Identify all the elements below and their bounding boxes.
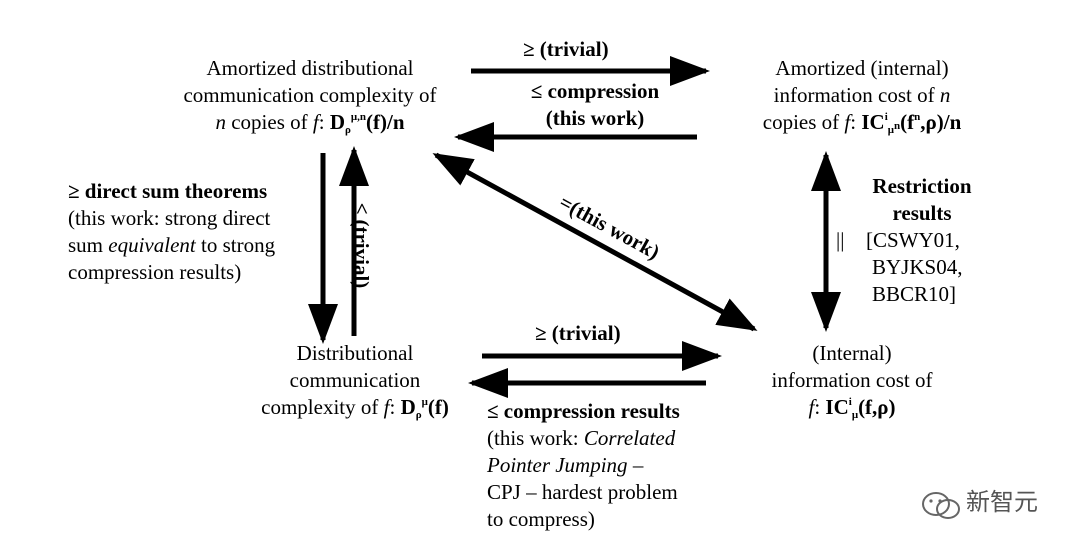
sup-mu: μ <box>421 396 428 408</box>
sub-rho: ρ <box>415 409 422 421</box>
formula-tail: (f)/n <box>366 110 405 134</box>
edge-right-restriction-label: Restriction results <box>852 173 992 227</box>
symbol-IC: IC <box>825 395 849 419</box>
text-pointer-jumping: Pointer Jumping <box>487 453 628 477</box>
edge-left-line3: sum equivalent to strong <box>68 232 275 259</box>
citation-cswy01: [CSWY01, <box>866 228 960 252</box>
sub-mu: μ <box>887 124 894 136</box>
formula-amortized-ic: ICiμn(fn,ρ)/n <box>861 110 962 136</box>
node-bottom-right: (Internal) information cost of f: ICiμ(f… <box>722 340 982 421</box>
formula-amortized-dist-cc: Dρμ,n(f)/n <box>329 110 405 136</box>
wechat-logo-icon <box>922 492 960 519</box>
text-complexity-of: complexity of <box>261 395 384 419</box>
edge-bottom-line3: Pointer Jumping – <box>487 452 680 479</box>
symbol-IC: IC <box>861 110 885 134</box>
edge-top-lower-label: ≤ compression (this work) <box>505 78 685 132</box>
node-bottom-left-line2: communication <box>289 368 421 392</box>
arrow-diagonal <box>432 152 758 332</box>
text-to-strong: to strong <box>195 233 276 257</box>
formula-ic: ICiμ(f,ρ) <box>825 395 896 421</box>
citation-bbcr10: BBCR10] <box>872 282 957 306</box>
edge-left-line4: compression results) <box>68 260 242 284</box>
colon: : <box>850 110 862 134</box>
node-bottom-right-line2: information cost of <box>771 368 933 392</box>
text-correlated: Correlated <box>583 426 676 450</box>
edge-right-citations: [CSWY01, BYJKS04, BBCR10] <box>866 227 962 308</box>
sup-i: i <box>848 396 852 408</box>
edge-top-lower-line1: ≤ compression <box>530 79 660 103</box>
sup-i: i <box>884 111 888 123</box>
pow-n: n <box>914 111 921 123</box>
edge-top-lower-line2: (this work) <box>545 106 645 130</box>
text-copies-of: copies of <box>762 110 845 134</box>
formula-dist-cc: Dρμ(f) <box>400 395 449 421</box>
formula-tail: ,ρ)/n <box>920 110 962 134</box>
sub-mu-n: μn <box>887 121 900 136</box>
symbol-D: D <box>400 395 416 419</box>
text-this-work: (this work: <box>487 426 584 450</box>
node-bottom-left-line1: Distributional <box>296 341 414 365</box>
var-f: f <box>383 395 390 419</box>
sub-rho: ρ <box>345 124 351 136</box>
formula-tail: (f,ρ) <box>858 395 896 419</box>
edge-right-line2: results <box>892 201 952 225</box>
edge-right-line1: Restriction <box>872 174 972 198</box>
node-top-right-line1: Amortized (internal) <box>775 56 949 80</box>
node-top-right-line2: information cost of n <box>702 82 1022 109</box>
edge-bottom-line5: to compress) <box>487 507 595 531</box>
edge-bottom-label: ≤ compression results (this work: Correl… <box>487 398 680 533</box>
node-top-right-line3: copies of f: ICiμn(fn,ρ)/n <box>702 109 1022 136</box>
formula-tail: (f) <box>427 395 449 419</box>
watermark-text: 新智元 <box>966 488 1038 516</box>
formula-paren: (f <box>900 110 915 134</box>
var-f: f <box>844 110 851 134</box>
colon: : <box>318 110 330 134</box>
node-top-left-line1: Amortized distributional <box>206 56 414 80</box>
sub-mu: μ <box>851 409 859 421</box>
var-n: n <box>215 110 226 134</box>
edge-left-label: ≥ direct sum theorems (this work: strong… <box>68 178 275 286</box>
text-sum: sum <box>68 233 109 257</box>
edge-right-equals: || <box>836 228 845 252</box>
colon: : <box>389 395 401 419</box>
citation-byjks04: BYJKS04, <box>872 255 963 279</box>
node-bottom-left: Distributional communication complexity … <box>215 340 495 421</box>
var-f: f <box>312 110 319 134</box>
edge-bottom-line1: ≤ compression results <box>487 399 680 423</box>
edge-left-line1: ≥ direct sum theorems <box>68 179 268 203</box>
var-f: f <box>808 395 815 419</box>
text-info-cost-of: information cost of <box>773 83 940 107</box>
symbol-D: D <box>329 110 345 134</box>
edge-left-line2: (this work: strong direct <box>68 206 271 230</box>
edge-bottom-upper-label: ≥ (trivial) <box>535 321 621 345</box>
edge-bottom-line4: CPJ – hardest problem <box>487 480 678 504</box>
text-copies-of: copies of <box>225 110 313 134</box>
node-bottom-right-line1: (Internal) <box>812 341 892 365</box>
colon: : <box>814 395 826 419</box>
edge-bottom-line2: (this work: Correlated <box>487 425 680 452</box>
node-top-right: Amortized (internal) information cost of… <box>702 55 1022 136</box>
sub-n: n <box>894 120 901 132</box>
node-bottom-left-line3: complexity of f: Dρμ(f) <box>215 394 495 421</box>
node-top-left-line2: communication complexity of <box>183 83 437 107</box>
edge-top-upper-label: ≥ (trivial) <box>523 37 609 61</box>
node-top-left-line3: n copies of f: Dρμ,n(f)/n <box>150 109 470 136</box>
node-top-left: Amortized distributional communication c… <box>150 55 470 136</box>
edge-left-vertical-label: ≤ (trivial) <box>349 202 374 289</box>
node-bottom-right-line3: f: ICiμ(f,ρ) <box>722 394 982 421</box>
text-equivalent: equivalent <box>108 233 196 257</box>
var-n: n <box>939 83 951 107</box>
text-dash: – <box>627 453 644 477</box>
sup-mu-n: μ,n <box>350 111 366 123</box>
